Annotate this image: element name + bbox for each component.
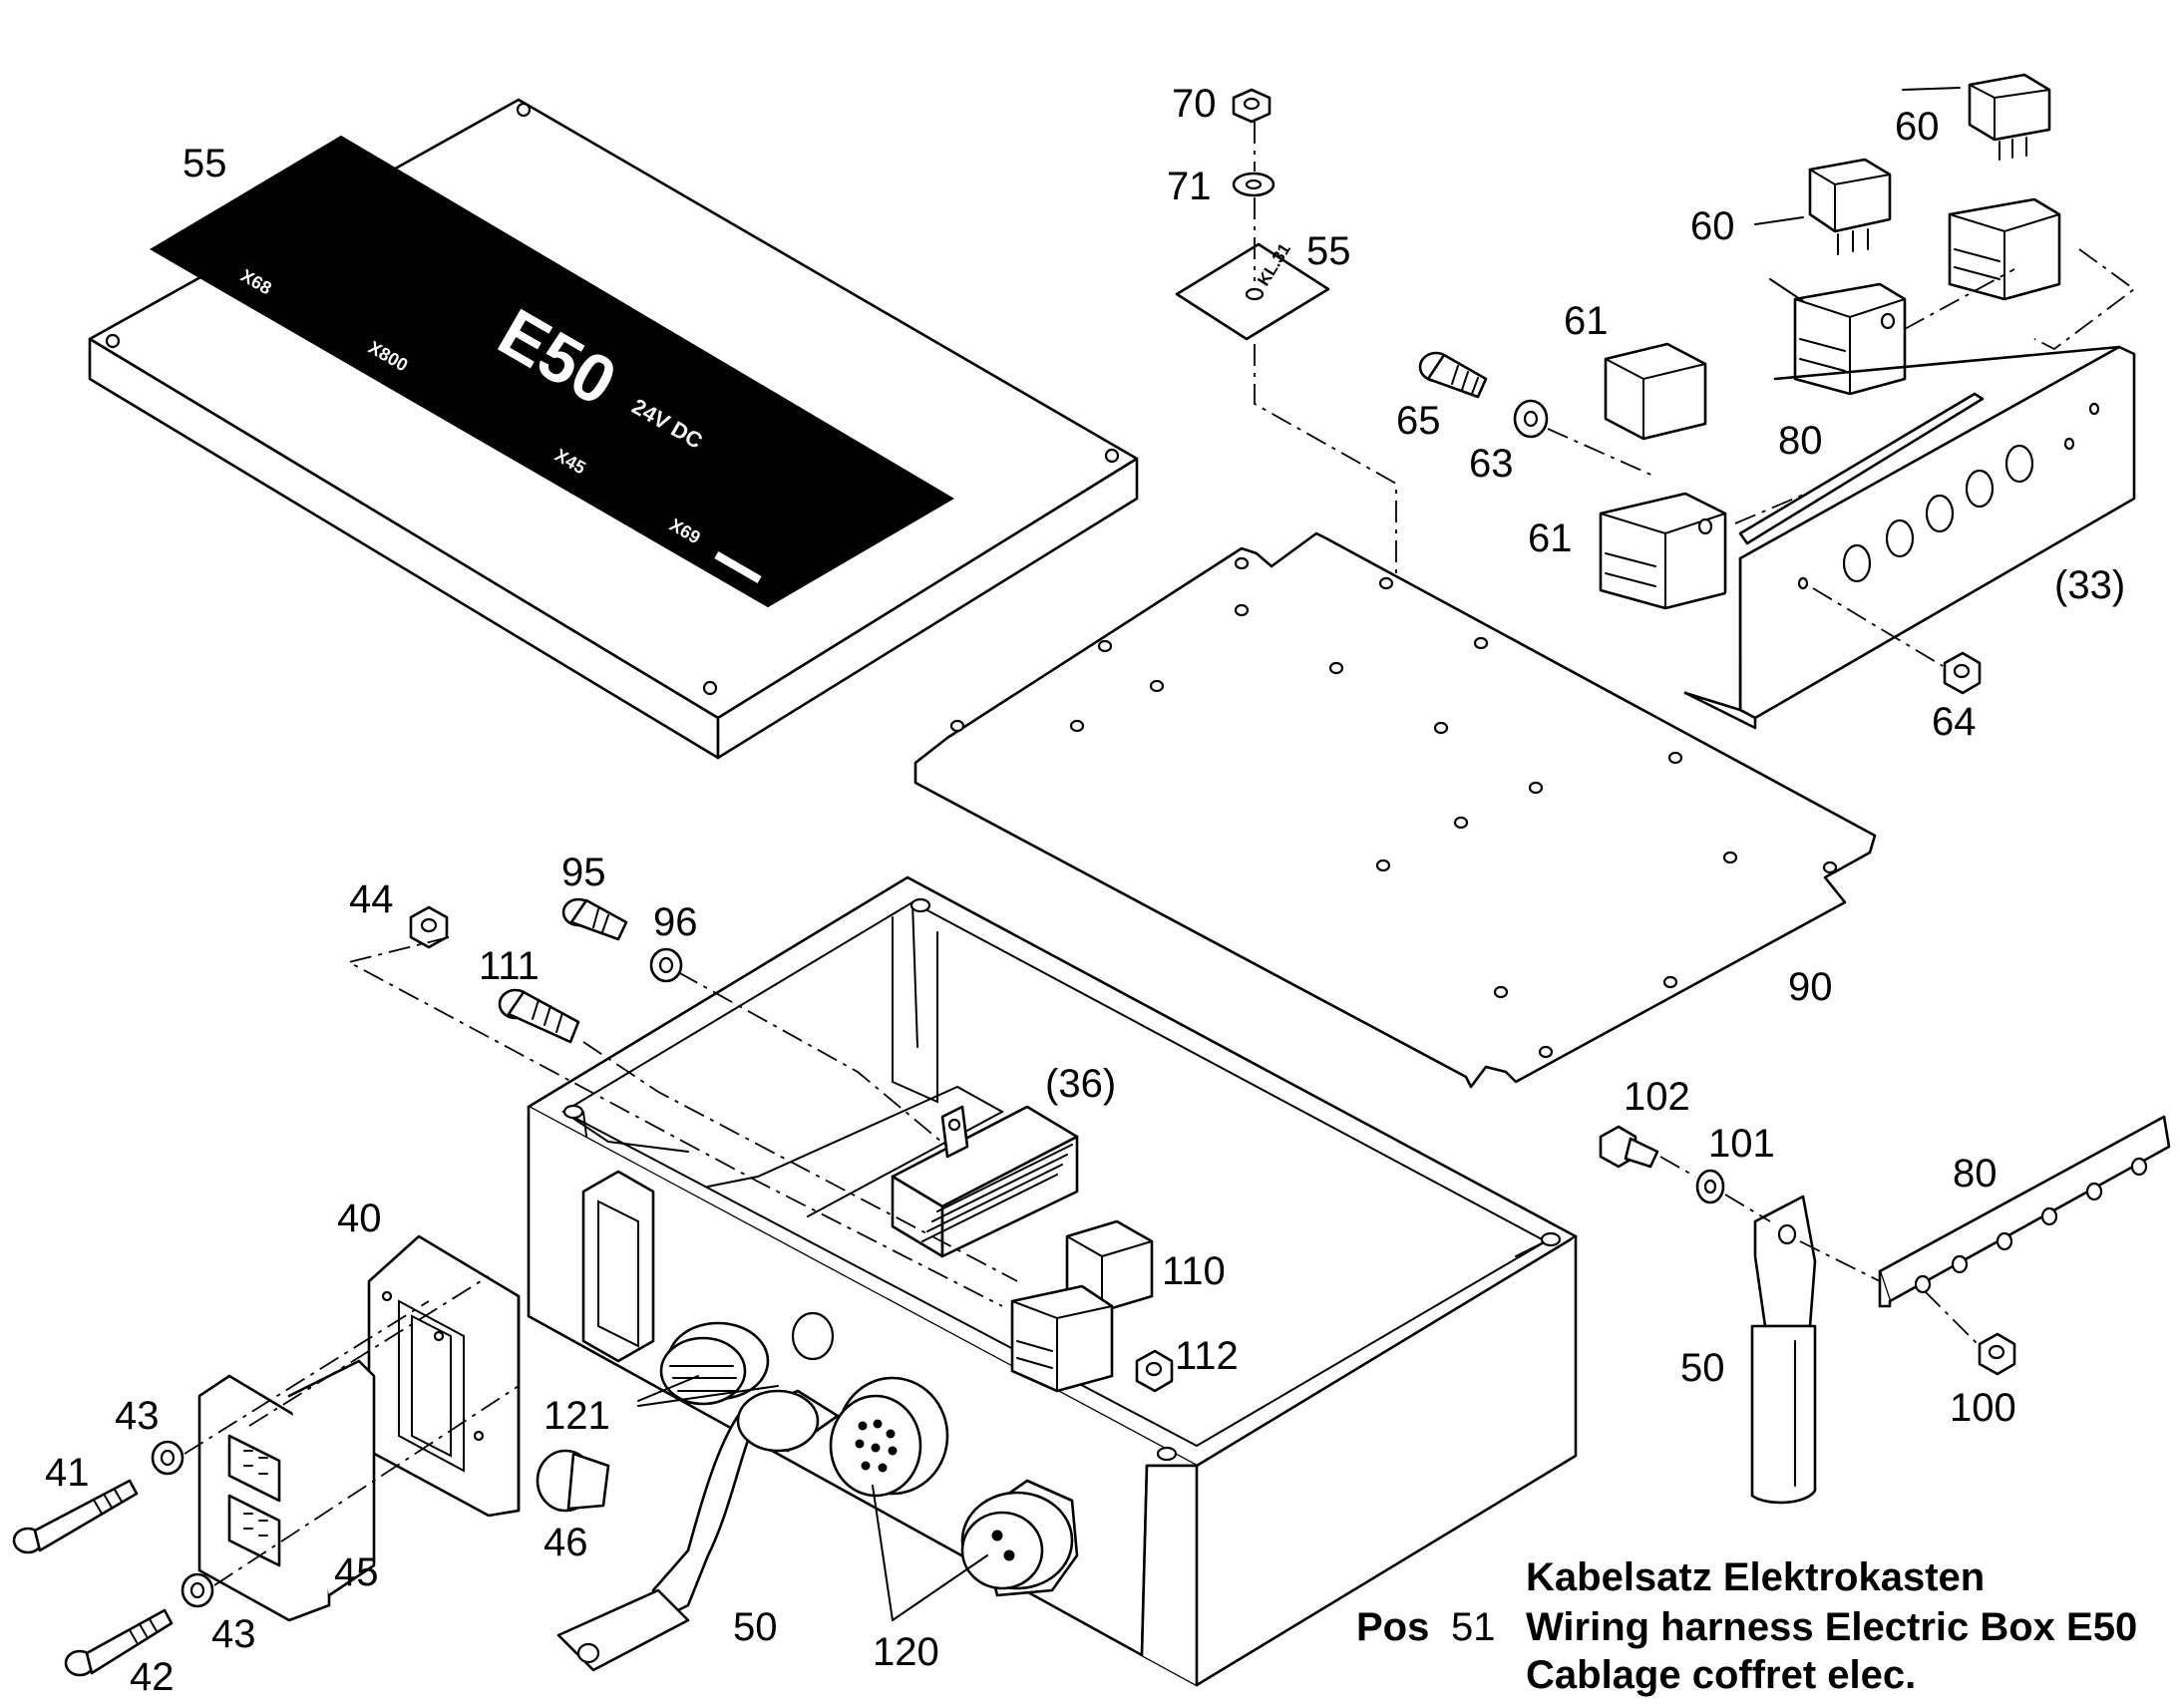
callout-43-top: 43 — [115, 1394, 160, 1438]
relay-socket-60-top — [1948, 197, 2061, 301]
callout-101: 101 — [1708, 1122, 1775, 1166]
callout-71: 71 — [1167, 165, 1212, 208]
callout-63: 63 — [1469, 442, 1514, 486]
connector-120-right — [960, 1479, 1079, 1597]
bolt-102 — [1599, 1125, 1659, 1169]
connector-120-left — [829, 1376, 949, 1498]
callout-80-low: 80 — [1953, 1152, 1998, 1196]
caption-line-en: Wiring harness Electric Box E50 — [1526, 1605, 2137, 1649]
callout-44: 44 — [349, 877, 394, 921]
callout-102: 102 — [1624, 1075, 1690, 1119]
cable-50-left — [556, 1389, 840, 1672]
callout-65: 65 — [1396, 399, 1441, 443]
caption-line-de: Kabelsatz Elektrokasten — [1526, 1555, 1985, 1599]
relay-60-mid — [1808, 158, 1892, 255]
screw-111 — [498, 988, 580, 1044]
caption-pos-label: Pos — [1356, 1605, 1429, 1649]
callout-96: 96 — [653, 900, 698, 944]
strip-80-top — [1738, 392, 1985, 545]
caption: Pos 51 Kabelsatz Elektrokasten Wiring ha… — [1356, 1555, 2137, 1697]
callout-64: 64 — [1932, 700, 1977, 744]
plug-46 — [536, 1449, 610, 1513]
screw-41 — [12, 1479, 139, 1554]
callout-60-mid: 60 — [1690, 204, 1735, 248]
connector-121 — [659, 1321, 770, 1406]
connector-45-sockets — [227, 1434, 281, 1567]
relay-60-top — [1968, 73, 2051, 161]
frame-40 — [367, 1234, 521, 1518]
callouts: 55 70 71 55 60 60 61 65 63 80 61 (33) 64… — [45, 82, 2125, 1699]
callout-95: 95 — [561, 851, 606, 894]
nut-100 — [1978, 1332, 2016, 1376]
callout-61-top: 61 — [1564, 299, 1609, 343]
callout-46: 46 — [544, 1521, 588, 1564]
plate-holes — [949, 556, 1838, 1059]
callout-55-terminal: 55 — [1306, 229, 1351, 273]
callout-111: 111 — [479, 944, 540, 988]
caption-line-fr: Cablage coffret elec. — [1526, 1653, 1916, 1697]
connector-45 — [197, 1359, 376, 1622]
screw-95 — [561, 897, 628, 941]
washer-43-top — [151, 1440, 184, 1476]
washer-101 — [1695, 1169, 1725, 1204]
callout-41: 41 — [45, 1451, 90, 1495]
screw-65 — [1418, 351, 1488, 399]
washer-63 — [1513, 399, 1549, 439]
strip-80-low — [1878, 1115, 2171, 1308]
callout-121: 121 — [544, 1394, 610, 1438]
nut-112 — [1135, 1349, 1174, 1393]
callout-61-low: 61 — [1528, 516, 1573, 560]
nut-44 — [409, 905, 449, 949]
screw-42 — [64, 1608, 174, 1677]
relay-socket-61 — [1599, 492, 1727, 610]
bracket-33 — [1683, 345, 2136, 730]
callout-55-plate: 55 — [182, 142, 227, 185]
callout-100: 100 — [1950, 1386, 2016, 1430]
relay-socket-box — [1010, 1284, 1114, 1393]
callout-60-top: 60 — [1895, 105, 1940, 149]
nut-64 — [1943, 651, 1982, 695]
mounting-plate-90 — [913, 531, 1877, 1089]
callout-36: (36) — [1045, 1062, 1116, 1106]
callout-40: 40 — [337, 1196, 382, 1240]
callout-110: 110 — [1162, 1249, 1226, 1293]
callout-120: 120 — [873, 1630, 939, 1674]
label-plate: E50 24V DC X68 X800 X45 X69 — [150, 135, 954, 608]
relay-socket-60-mid — [1793, 282, 1907, 396]
callout-50-left: 50 — [733, 1605, 778, 1649]
callout-80-top: 80 — [1778, 419, 1823, 463]
callout-50-right: 50 — [1680, 1346, 1725, 1390]
callout-70: 70 — [1172, 82, 1217, 126]
callout-45: 45 — [334, 1550, 379, 1594]
callout-33: (33) — [2054, 563, 2125, 607]
cable-50-right — [1750, 1195, 1817, 1505]
callout-112: 112 — [1175, 1334, 1239, 1378]
relay-61-top — [1604, 342, 1707, 441]
callout-90: 90 — [1788, 965, 1833, 1009]
caption-pos-number: 51 — [1451, 1605, 1496, 1649]
callout-42: 42 — [130, 1655, 175, 1699]
connector-pins — [855, 1419, 898, 1473]
washer-96 — [649, 947, 683, 983]
washer-43-low — [181, 1572, 214, 1608]
module-36 — [891, 1105, 1079, 1258]
callout-43-low: 43 — [211, 1612, 256, 1656]
